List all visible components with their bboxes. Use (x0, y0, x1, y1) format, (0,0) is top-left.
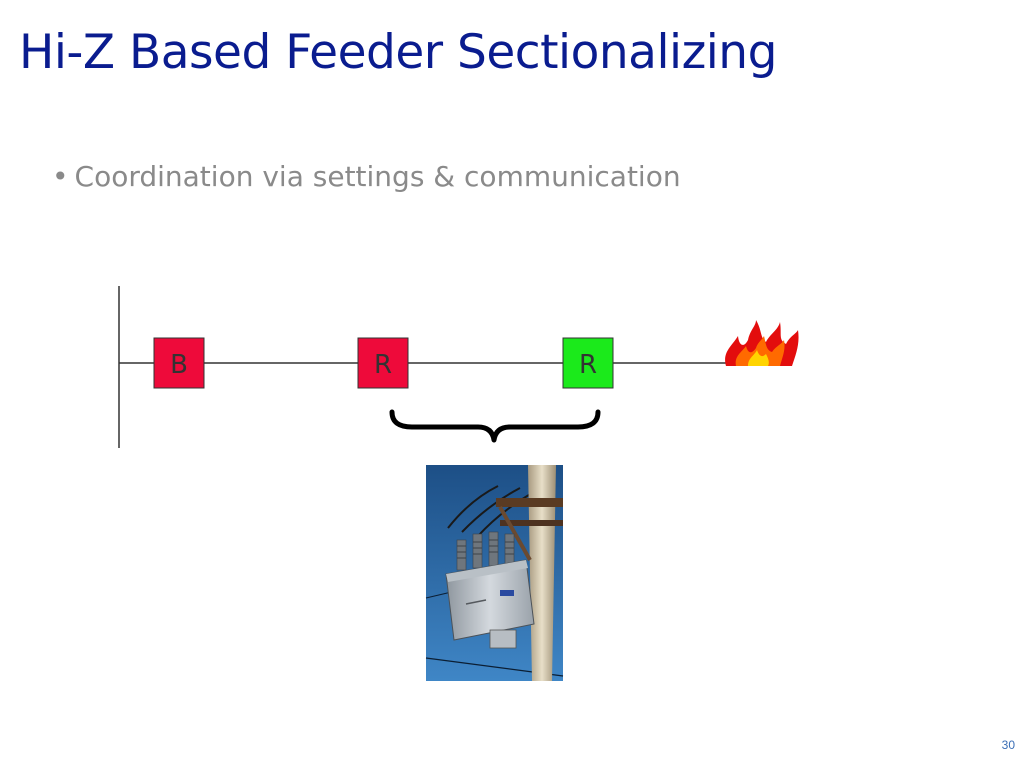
bullet-dot: • (52, 160, 69, 193)
recloser-label-2: R (579, 350, 597, 380)
recloser-label-1: R (374, 350, 392, 380)
breaker-box (153, 337, 205, 389)
breaker-label: B (170, 350, 188, 380)
recloser-device-1: R (357, 337, 409, 389)
pole-mounted-recloser-photo (425, 465, 564, 681)
page-number: 30 (1001, 738, 1015, 752)
recloser-device-2: R (562, 337, 614, 389)
fire-icon (725, 320, 799, 366)
breaker-device: B (153, 337, 205, 389)
bullet-text: Coordination via settings & communicatio… (74, 160, 681, 193)
recloser-box-2 (562, 337, 614, 389)
bullet-item: •Coordination via settings & communicati… (52, 158, 681, 196)
slide-title: Hi-Z Based Feeder Sectionalizing (19, 25, 777, 80)
recloser-box-1 (357, 337, 409, 389)
curly-brace (389, 409, 601, 443)
